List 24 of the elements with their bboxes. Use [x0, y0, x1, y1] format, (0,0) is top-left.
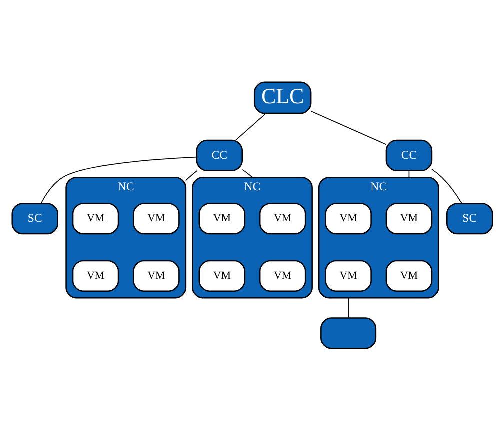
node-box: SC [446, 202, 493, 234]
node-box: CLC [253, 81, 312, 114]
connector [185, 170, 198, 181]
node-box: VM [72, 260, 119, 292]
connector [235, 112, 266, 140]
node-box [320, 317, 376, 349]
node-box: SC [11, 202, 58, 234]
node-box: VM [132, 260, 180, 292]
node-box: CC [385, 139, 432, 171]
node-box: VM [198, 260, 246, 292]
node-box: VM [324, 202, 372, 234]
connector [310, 110, 386, 145]
connector [431, 168, 462, 204]
node-box: VM [132, 202, 180, 234]
node-box: VM [385, 260, 432, 292]
node-box: VM [198, 202, 246, 234]
node-box: VM [72, 202, 119, 234]
connector [40, 156, 197, 204]
node-box: VM [258, 260, 306, 292]
connector [242, 168, 252, 178]
node-box: VM [324, 260, 372, 292]
node-box: VM [258, 202, 306, 234]
node-box: CC [196, 139, 243, 171]
node-box: VM [385, 202, 432, 234]
